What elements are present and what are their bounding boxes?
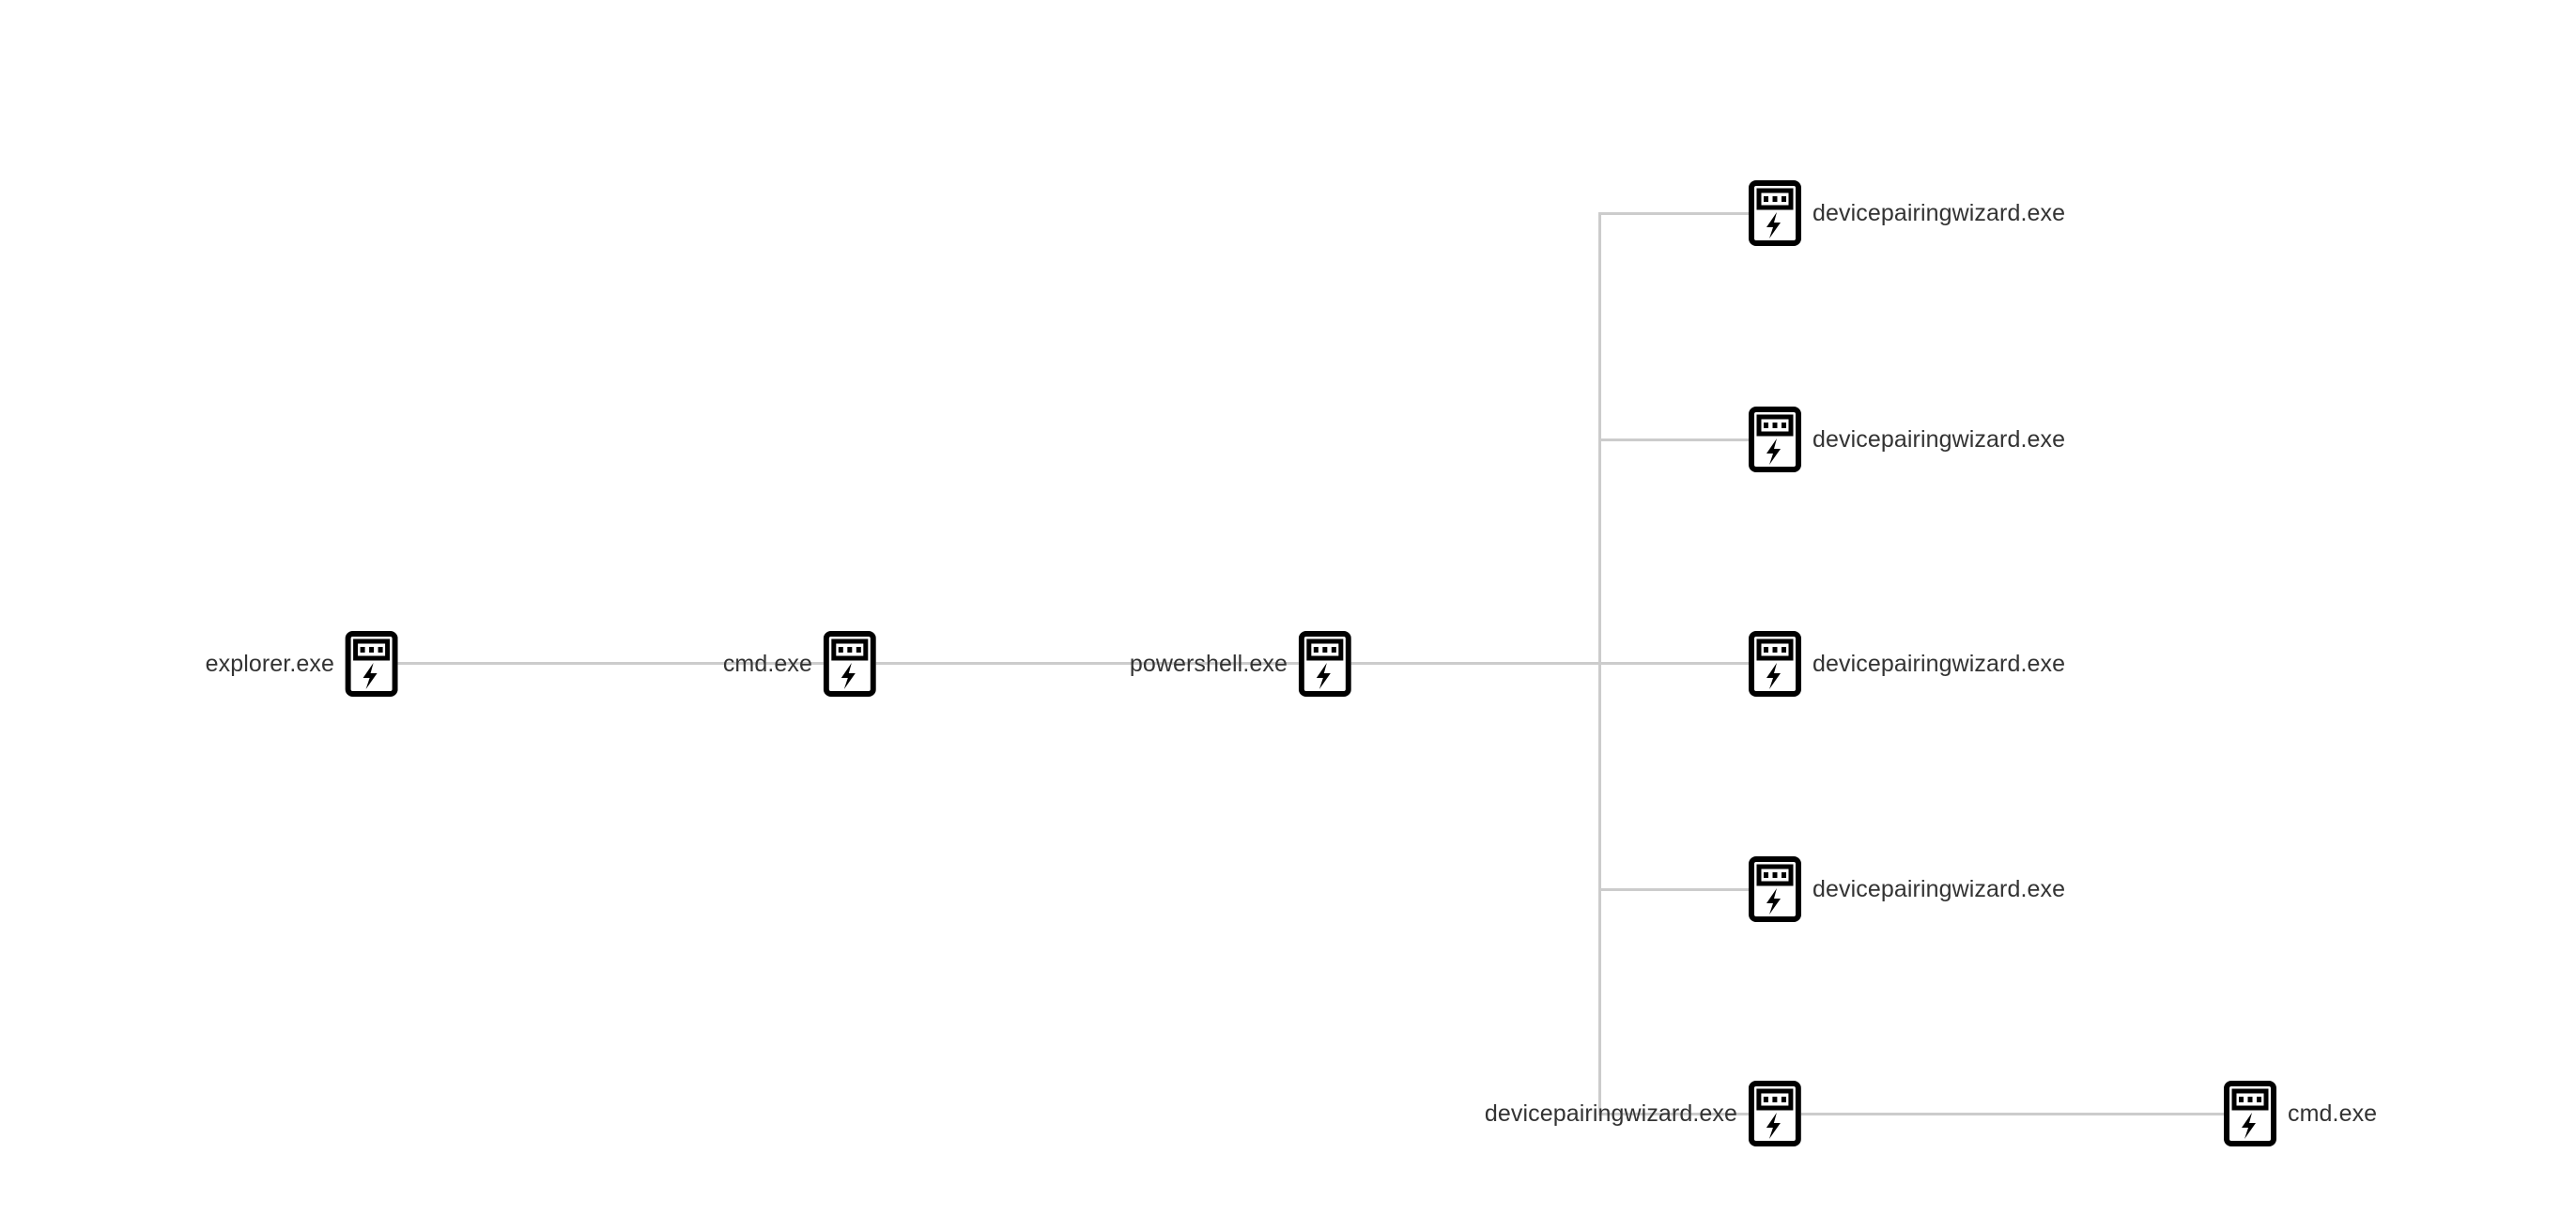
process-label: cmd.exe xyxy=(2288,1100,2378,1127)
process-node-dpw-4[interactable]: devicepairingwizard.exe xyxy=(1749,856,2065,922)
edge-powershell-to-dpw3 xyxy=(1299,662,1768,665)
process-label: explorer.exe xyxy=(205,650,334,677)
process-label: powershell.exe xyxy=(1129,650,1288,677)
process-label: devicepairingwizard.exe xyxy=(1812,650,2066,677)
process-label: devicepairingwizard.exe xyxy=(1812,875,2066,902)
edge-explorer-to-cmd xyxy=(346,662,834,665)
process-node-dpw-5[interactable]: devicepairingwizard.exe xyxy=(1485,1081,1801,1146)
edge-trunk-to-dpw4 xyxy=(1598,888,1769,891)
process-node-cmd-2[interactable]: cmd.exe xyxy=(2224,1081,2377,1146)
process-node-powershell[interactable]: powershell.exe xyxy=(1129,631,1351,697)
process-executable-icon xyxy=(1749,631,1801,697)
process-node-cmd-1[interactable]: cmd.exe xyxy=(722,631,876,697)
process-executable-icon xyxy=(2224,1081,2276,1146)
process-executable-icon xyxy=(1749,856,1801,922)
process-executable-icon xyxy=(824,631,876,697)
process-label: devicepairingwizard.exe xyxy=(1812,425,2066,453)
process-node-dpw-2[interactable]: devicepairingwizard.exe xyxy=(1749,407,2065,472)
edge-trunk-to-dpw1 xyxy=(1598,212,1769,215)
process-label: cmd.exe xyxy=(722,650,812,677)
process-executable-icon xyxy=(346,631,398,697)
process-node-dpw-1[interactable]: devicepairingwizard.exe xyxy=(1749,180,2065,246)
edge-dpw5-to-cmd2 xyxy=(1769,1113,2258,1115)
process-executable-icon xyxy=(1749,407,1801,472)
process-node-dpw-3[interactable]: devicepairingwizard.exe xyxy=(1749,631,2065,697)
edge-cmd-to-powershell xyxy=(824,662,1312,665)
process-executable-icon xyxy=(1299,631,1351,697)
process-label: devicepairingwizard.exe xyxy=(1484,1100,1737,1127)
process-executable-icon xyxy=(1749,180,1801,246)
process-node-explorer[interactable]: explorer.exe xyxy=(205,631,398,697)
edge-trunk-to-dpw2 xyxy=(1598,438,1769,441)
process-label: devicepairingwizard.exe xyxy=(1812,199,2066,226)
process-executable-icon xyxy=(1749,1081,1801,1146)
edge-trunk-to-dpw5 xyxy=(1598,1113,1769,1115)
edge-trunk-spine xyxy=(1598,213,1601,1115)
